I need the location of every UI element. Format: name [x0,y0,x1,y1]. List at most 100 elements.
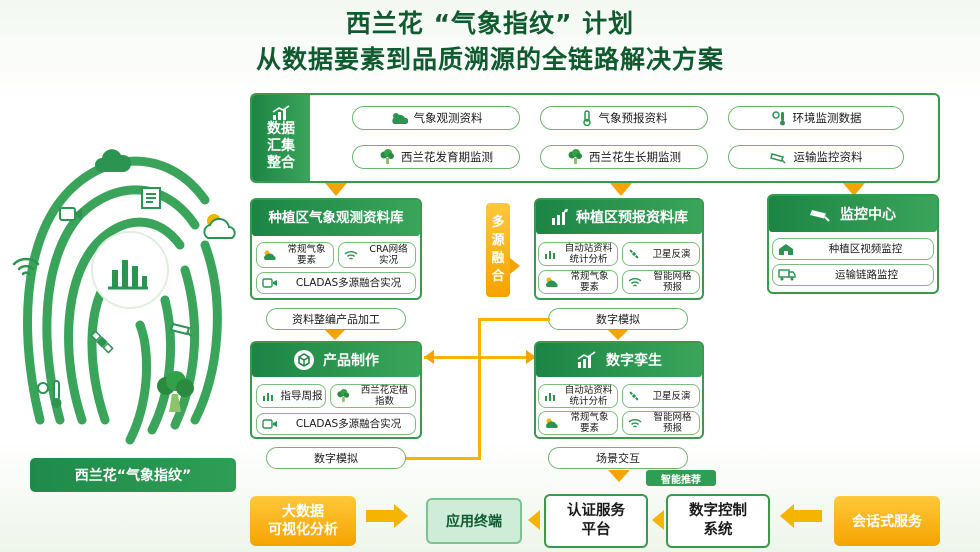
document-icon [140,186,162,210]
forecast-chip-satellite[interactable]: 卫星反演 [622,242,700,266]
forecast-chip-auto[interactable]: 自动站资料统计分析 [538,242,618,266]
multi-source-box: 多 源 融 合 [486,203,510,297]
chip-line: 预报 [662,282,682,293]
sun-cloud-icon [262,249,276,261]
camera-icon [769,150,788,164]
thermometer-icon [581,110,593,126]
obs-chip-cladas[interactable]: CLADAS多源融合实况 [256,272,416,294]
growth-chart-icon [576,351,598,369]
product-process: 数字模拟 [266,447,406,469]
twin-title: 数字孪生 [606,353,662,369]
twin-title-bar: 数字孪生 [536,343,702,377]
control-line: 系统 [703,522,733,538]
app-terminal-box[interactable]: 应用终端 [426,498,522,544]
chip-line: 常规气象 [570,412,609,423]
chip-line: 要素 [579,282,599,293]
label-line-3: 整合 [267,154,295,171]
page-subtitle: 从数据要素到品质溯源的全链路解决方案 [255,45,724,74]
bigdata-line: 大数据 [282,504,324,520]
twin-process: 场景交互 [548,447,688,469]
bigdata-box[interactable]: 大数据 可视化分析 [250,496,356,546]
planting-forecast-title-bar: 种植区预报资料库 [536,200,702,234]
twin-chip-satellite[interactable]: 卫星反演 [622,384,700,408]
thermo-sun-icon [771,110,787,126]
chip-label: 指导周报 [280,389,323,402]
security-camera-icon [810,206,832,222]
arrow-to-twin [526,350,536,364]
multi-source-char: 融 [491,251,505,266]
satellite-icon [88,328,116,356]
arrow-obs-to-product [325,330,345,340]
video-camera-icon [262,418,278,430]
arrow-to-product [424,350,434,364]
chat-service-box[interactable]: 会话式服务 [834,496,940,546]
cloud-icon [94,148,132,174]
cert-line: 认证服务 [567,503,625,519]
chip-line: 自动站资料 [564,385,613,396]
data-item-label: 气象观测资料 [413,111,483,125]
twin-chip-grid[interactable]: 智能网格预报 [622,411,700,435]
planting-obs-title: 种植区气象观测资料库 [252,200,420,236]
chip-label: 运输链路监控 [835,268,898,281]
fingerprint-label: 西兰花“气象指纹” [30,458,236,492]
monitor-title-bar: 监控中心 [769,196,937,232]
chip-label: 种植区视频监控 [828,242,903,255]
data-item-weather-forecast[interactable]: 气象预报资料 [540,106,708,130]
chip-line: 实况 [378,255,398,266]
chip-line: 要素 [296,255,316,266]
chip-line: 常规气象 [287,244,326,255]
satellite-icon [628,390,640,402]
obs-chip-regular[interactable]: 常规气象要素 [256,242,334,268]
sun-cloud-icon [198,208,240,242]
twin-chip-auto[interactable]: 自动站资料统计分析 [538,384,618,408]
product-chip-index[interactable]: 西兰花定植指数 [330,384,416,408]
chip-line: 统计分析 [569,254,608,265]
chip-label: 卫星反演 [652,390,691,402]
chip-label: CLADAS多源融合实况 [295,276,402,289]
forecast-chip-grid[interactable]: 智能网格预报 [622,270,700,294]
chip-line: 自动站资料 [564,243,613,254]
product-title-bar: 产品制作 [252,343,420,377]
arrow-to-obs [325,183,347,196]
sun-cloud-icon [544,417,558,429]
broccoli-icon [567,149,583,165]
arrow-control-to-cert [652,510,664,530]
box-icon [293,349,315,371]
chip-line: 要素 [579,423,599,434]
wifi-icon [344,249,358,261]
growth-chart-icon [271,104,291,121]
monitor-chip-video[interactable]: 种植区视频监控 [772,238,934,260]
bigdata-line: 可视化分析 [268,522,338,538]
arrow-shaft [792,510,822,522]
connector [424,356,534,359]
sun-cloud-icon [544,276,558,288]
data-item-broccoli-growth[interactable]: 西兰花生长期监测 [540,145,708,169]
chip-line: 常规气象 [570,271,609,282]
smart-recommend-tag: 智能推荐 [646,470,716,486]
data-item-weather-obs[interactable]: 气象观测资料 [352,106,520,130]
twin-chip-regular[interactable]: 常规气象要素 [538,411,618,435]
arrow-forecast-to-twin [608,330,628,340]
data-item-label: 运输监控资料 [793,150,863,164]
arrow-multi-source [510,258,520,274]
data-item-label: 气象预报资料 [598,111,668,125]
forecast-chip-regular[interactable]: 常规气象要素 [538,270,618,294]
obs-chip-cra[interactable]: CRA网络实况 [338,242,416,268]
wifi-icon [628,276,642,288]
product-chip-cladas[interactable]: CLADAS多源融合实况 [256,413,416,435]
data-item-env-monitor[interactable]: 环境监测数据 [728,106,904,130]
product-chip-weekly[interactable]: 指导周报 [256,384,326,408]
bar-chart-icon [544,248,556,260]
broccoli-icon [379,149,395,165]
truck-icon [778,269,796,281]
arrow-chat-to-control [780,504,794,528]
arrow-shaft [366,510,396,522]
arrow-to-monitor [843,183,865,196]
cert-platform-box[interactable]: 认证服务 平台 [544,494,648,548]
chip-line: 统计分析 [569,396,608,407]
data-item-transport[interactable]: 运输监控资料 [728,145,904,169]
broccoli-icon [152,370,198,416]
digital-control-box[interactable]: 数字控制 系统 [666,494,770,548]
monitor-chip-transport[interactable]: 运输链路监控 [772,264,934,286]
data-item-broccoli-dev[interactable]: 西兰花发育期监测 [352,145,520,169]
